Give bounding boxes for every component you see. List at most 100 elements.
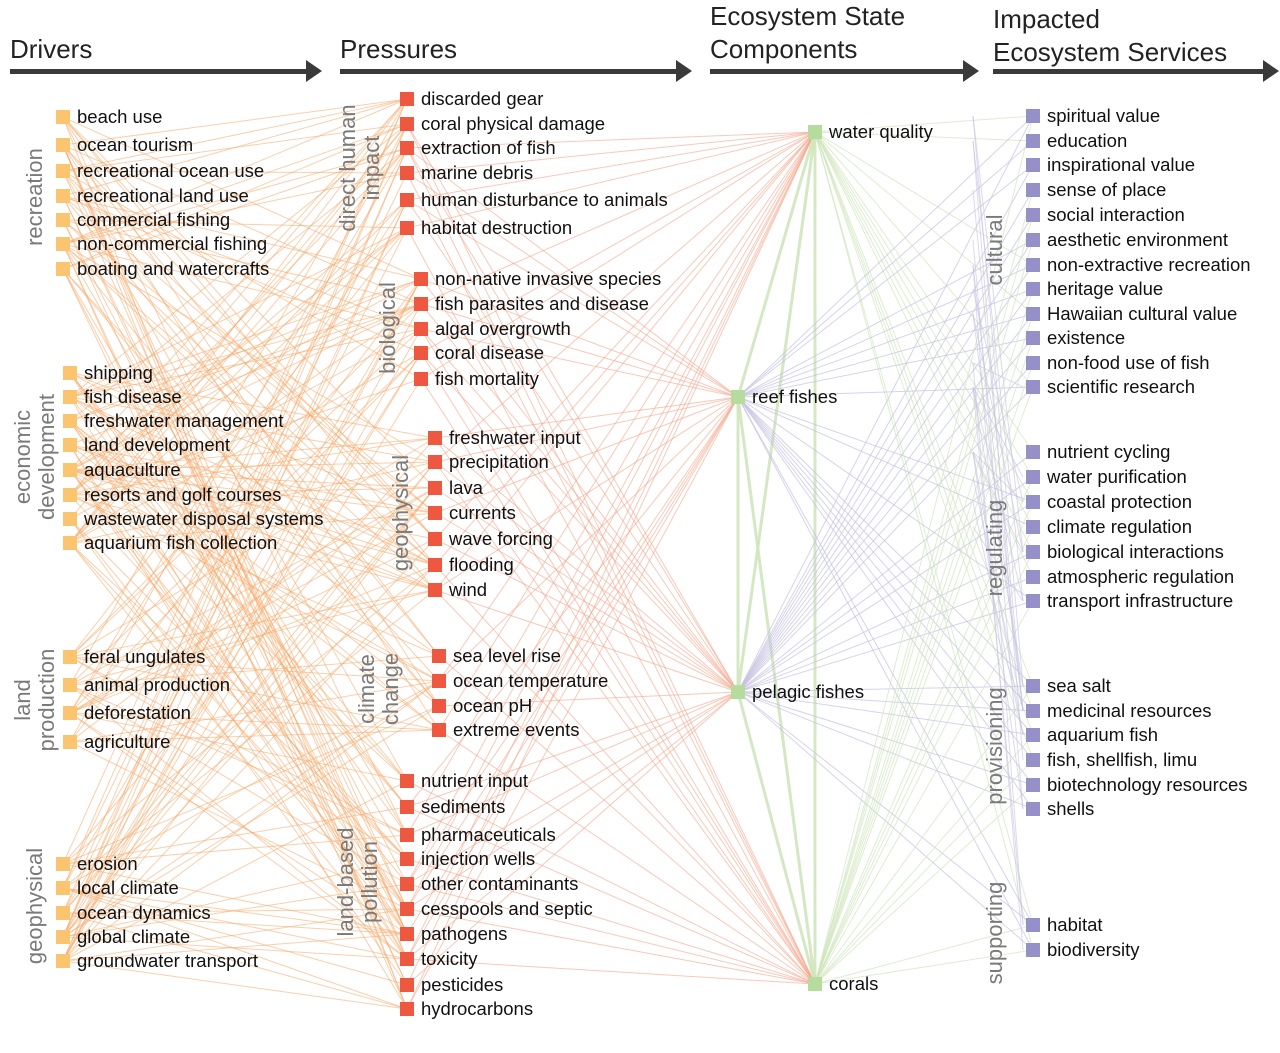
- pressure-node-marker: [428, 481, 442, 495]
- driver-node-label: local climate: [77, 877, 179, 898]
- pressure-node-label: fish parasites and disease: [435, 293, 649, 314]
- service-node-marker: [1026, 258, 1040, 272]
- driver-node-label: aquaculture: [84, 459, 181, 480]
- link-driver-pressure: [69, 278, 422, 422]
- pressure-node-label: pesticides: [421, 974, 504, 995]
- link-service-service: [972, 386, 1024, 926]
- link-pressure-state: [406, 172, 816, 985]
- link-service-service: [972, 386, 1024, 687]
- pressure-node-label: sea level rise: [453, 645, 561, 666]
- pressure-node-label: algal overgrowth: [435, 318, 571, 339]
- link-driver-pressure: [62, 461, 436, 914]
- link-pressure-state: [406, 396, 739, 960]
- link-state-service: [814, 288, 1034, 985]
- link-driver-pressure: [69, 469, 408, 935]
- service-node-label: social interaction: [1047, 204, 1185, 225]
- driver-node-label: fish disease: [84, 386, 182, 407]
- link-driver-pressure: [62, 199, 408, 962]
- header-services-line2: Ecosystem Services: [993, 37, 1228, 67]
- driver-node-label: freshwater management: [84, 410, 284, 431]
- link-pressure-state: [434, 131, 816, 591]
- pressure-node-marker: [432, 674, 446, 688]
- network-diagram: [62, 98, 1034, 1010]
- service-node-marker: [1026, 679, 1040, 693]
- service-node-label: climate regulation: [1047, 516, 1192, 537]
- pressure-node-label: fish mortality: [435, 368, 539, 389]
- pressure-node-label: flooding: [449, 554, 514, 575]
- link-driver-pressure: [69, 487, 436, 496]
- link-pressure-state: [406, 147, 739, 398]
- pressure-node-marker: [414, 372, 428, 386]
- link-pressure-state: [434, 396, 739, 463]
- link-driver-pressure: [62, 219, 408, 885]
- pressure-node-marker: [400, 877, 414, 891]
- link-driver-pressure: [62, 219, 422, 305]
- service-node-marker: [1026, 134, 1040, 148]
- link-driver-pressure: [69, 712, 408, 935]
- driver-node-label: wastewater disposal systems: [84, 508, 324, 529]
- driver-node-label: deforestation: [84, 702, 191, 723]
- link-pressure-state: [406, 396, 739, 808]
- pressure-node-marker: [428, 583, 442, 597]
- pressure-group-label-line: direct human: [335, 104, 360, 232]
- link-driver-pressure: [62, 780, 408, 962]
- link-state-service: [814, 131, 1034, 266]
- service-group-label-line: supporting: [982, 881, 1007, 985]
- driver-node-marker: [56, 138, 70, 152]
- link-driver-pressure: [62, 564, 436, 962]
- pressure-node-marker: [400, 927, 414, 941]
- link-driver-pressure: [62, 858, 408, 938]
- link-state-service: [737, 576, 1034, 693]
- link-driver-pressure: [62, 960, 408, 1010]
- link-pressure-state: [434, 487, 739, 693]
- service-node-marker: [1026, 233, 1040, 247]
- driver-node-label: commercial fishing: [77, 209, 231, 230]
- link-driver-pressure: [62, 278, 422, 962]
- driver-node-marker: [63, 678, 77, 692]
- link-driver-pressure: [69, 303, 422, 422]
- link-state-service: [814, 734, 1034, 985]
- link-pressure-state: [434, 437, 816, 985]
- link-state-service: [814, 784, 1034, 985]
- link-driver-pressure: [69, 378, 422, 496]
- link-state-service: [814, 131, 1034, 478]
- pressure-node-marker: [414, 322, 428, 336]
- link-driver-pressure: [62, 680, 440, 962]
- link-driver-pressure: [69, 655, 440, 686]
- link-driver-pressure: [62, 806, 408, 865]
- link-pressure-state: [406, 131, 816, 960]
- pressure-node-marker: [432, 649, 446, 663]
- driver-node-marker: [63, 463, 77, 477]
- link-pressure-state: [406, 147, 739, 693]
- link-state-service: [737, 396, 1034, 736]
- link-state-service: [737, 396, 1034, 712]
- link-state-service: [737, 313, 1034, 398]
- service-node-marker: [1026, 570, 1040, 584]
- link-driver-pressure: [69, 396, 436, 566]
- link-driver-pressure: [62, 123, 408, 938]
- link-pressure-state: [406, 691, 739, 836]
- link-pressure-state: [406, 858, 816, 985]
- link-driver-pressure: [62, 98, 408, 172]
- pressure-node-marker: [400, 902, 414, 916]
- driver-group-label-geophysical: geophysical: [22, 786, 47, 1026]
- link-state-service: [737, 362, 1034, 693]
- service-node-label: scientific research: [1047, 376, 1196, 397]
- link-driver-pressure: [62, 933, 408, 962]
- link-pressure-state: [406, 908, 816, 985]
- link-pressure-state: [420, 352, 816, 985]
- link-state-service: [737, 551, 1034, 693]
- pressure-group-label-line: change: [378, 652, 403, 726]
- link-pressure-state: [420, 352, 739, 693]
- pressure-node-marker: [414, 272, 428, 286]
- service-node-label: coastal protection: [1047, 491, 1193, 512]
- pressure-node-marker: [400, 774, 414, 788]
- link-service-service: [972, 386, 1024, 478]
- service-node-marker: [1026, 445, 1040, 459]
- link-state-service: [814, 924, 1034, 985]
- driver-node-label: boating and watercrafts: [77, 258, 270, 279]
- link-pressure-state: [406, 131, 816, 201]
- service-node-marker: [1026, 470, 1040, 484]
- link-driver-pressure: [69, 712, 408, 960]
- driver-node-marker: [63, 706, 77, 720]
